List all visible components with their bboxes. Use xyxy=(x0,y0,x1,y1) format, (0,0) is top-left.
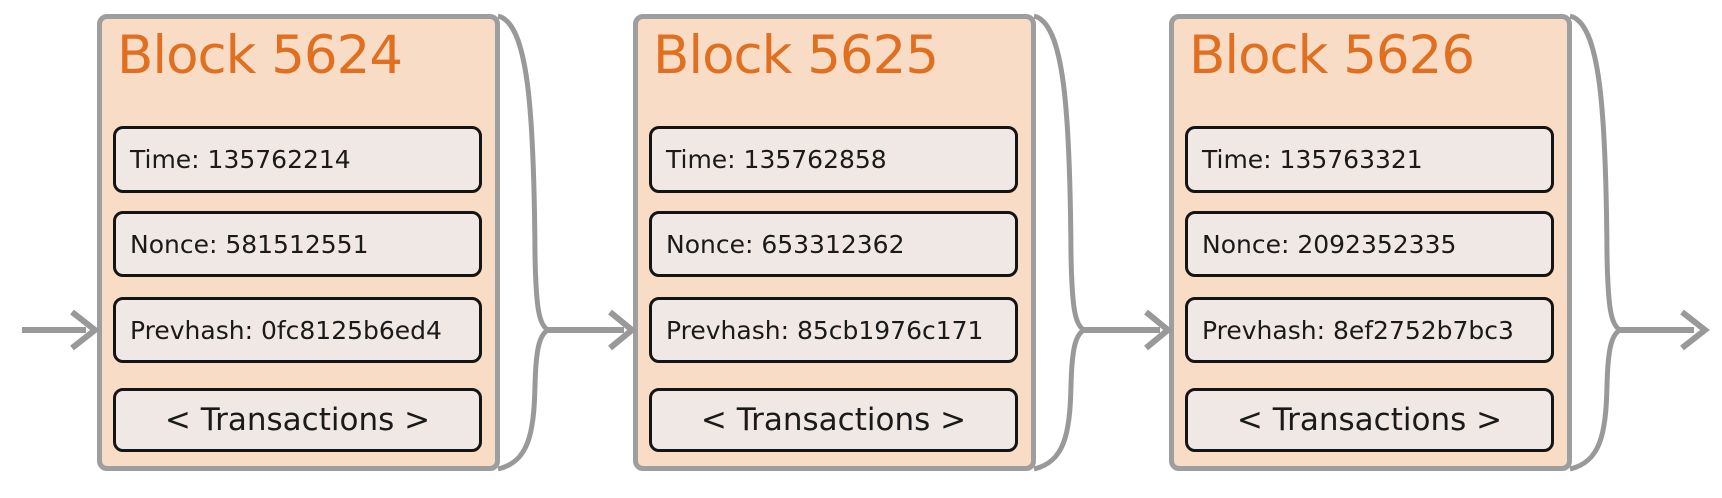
prevhash-field: Prevhash: 8ef2752b7bc3 xyxy=(1185,297,1554,363)
nonce-field: Nonce: 2092352335 xyxy=(1185,211,1554,277)
block-title: Block 5624 xyxy=(117,25,403,86)
nonce-field: Nonce: 653312362 xyxy=(649,211,1018,277)
time-field: Time: 135762858 xyxy=(649,126,1018,193)
transactions-field: < Transactions > xyxy=(649,388,1018,452)
transactions-field: < Transactions > xyxy=(113,388,482,452)
brace-connector-block1 xyxy=(497,13,554,472)
block-card-5625: Block 5625 Time: 135762858 Nonce: 653312… xyxy=(633,14,1036,471)
nonce-field: Nonce: 581512551 xyxy=(113,211,482,277)
outgoing-arrow-icon xyxy=(1620,309,1710,351)
incoming-arrow-icon xyxy=(22,309,100,351)
arrow-right-icon-block2-to-block3 xyxy=(1084,309,1173,351)
brace-connector-block2 xyxy=(1033,13,1090,472)
block-title: Block 5625 xyxy=(653,25,939,86)
transactions-field: < Transactions > xyxy=(1185,388,1554,452)
prevhash-field: Prevhash: 0fc8125b6ed4 xyxy=(113,297,482,363)
block-card-5624: Block 5624 Time: 135762214 Nonce: 581512… xyxy=(97,14,500,471)
time-field: Time: 135763321 xyxy=(1185,126,1554,193)
prevhash-field: Prevhash: 85cb1976c171 xyxy=(649,297,1018,363)
block-card-5626: Block 5626 Time: 135763321 Nonce: 209235… xyxy=(1169,14,1572,471)
time-field: Time: 135762214 xyxy=(113,126,482,193)
arrow-right-icon-block1-to-block2 xyxy=(548,309,637,351)
block-title: Block 5626 xyxy=(1189,25,1475,86)
brace-connector-block3 xyxy=(1569,13,1626,472)
